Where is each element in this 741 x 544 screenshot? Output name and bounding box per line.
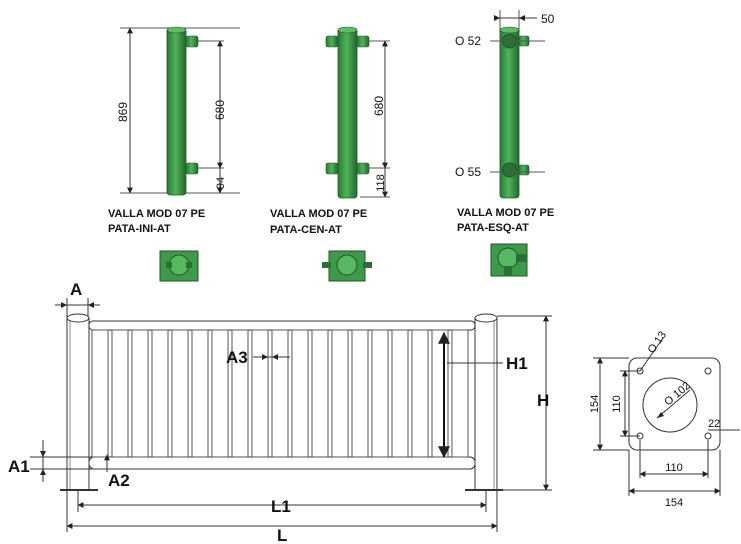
post-ini-span-dim: 680	[213, 100, 227, 120]
fence-elevation	[30, 298, 552, 532]
post-esq-width-dim: 50	[541, 12, 555, 26]
plate-inner-vertical: 110	[611, 395, 623, 413]
post-esq-caption-1: VALLA MOD 07 PE	[457, 207, 554, 219]
post-esq: 50 O 52 O 55 VALLA MOD 07 PE PATA-ESQ-AT	[455, 10, 555, 277]
plate-outer-bottom: 154	[665, 497, 683, 509]
post-ini-bottom-dim: 94	[215, 177, 227, 189]
label-a1: A1	[8, 457, 30, 476]
post-ini-caption-1: VALLA MOD 07 PE	[108, 208, 205, 220]
plate-hole-small: O 13	[646, 329, 670, 355]
post-esq-hole-top: O 52	[455, 34, 481, 48]
label-h1: H1	[506, 354, 528, 373]
label-a3: A3	[226, 348, 248, 367]
label-l: L	[277, 526, 287, 544]
post-cen-caption-1: VALLA MOD 07 PE	[270, 208, 367, 220]
fence-labels: A A3 H1 H A1 A2 L1 L	[8, 280, 549, 544]
plate-offset: 22	[708, 418, 720, 430]
post-esq-caption-2: PATA-ESQ-AT	[457, 222, 529, 234]
label-a: A	[70, 280, 82, 299]
post-cen: 680 118 VALLA MOD 07 PE PATA-CEN-AT	[270, 26, 390, 282]
label-a2: A2	[108, 471, 130, 490]
label-l1: L1	[271, 497, 291, 516]
post-esq-hole-bottom: O 55	[455, 165, 481, 179]
plate-hole-center: O 102	[662, 380, 693, 408]
plate-inner-bottom: 110	[665, 462, 683, 474]
label-h: H	[537, 391, 549, 410]
post-ini-total-dim: 869	[116, 102, 130, 122]
base-plate-labels: O 13 O 102 154 110 110 154 22	[589, 329, 720, 509]
post-ini: 869 680 94 VALLA MOD 07 PE PATA-INI-AT	[108, 26, 240, 282]
post-cen-bottom-dim: 118	[375, 174, 387, 192]
post-ini-caption-2: PATA-INI-AT	[108, 223, 171, 235]
fence-pickets	[91, 329, 469, 458]
post-cen-span-dim: 680	[372, 96, 386, 116]
plate-outer-vertical: 154	[589, 395, 601, 413]
base-plate-detail	[593, 337, 740, 496]
post-cen-caption-2: PATA-CEN-AT	[270, 224, 342, 236]
